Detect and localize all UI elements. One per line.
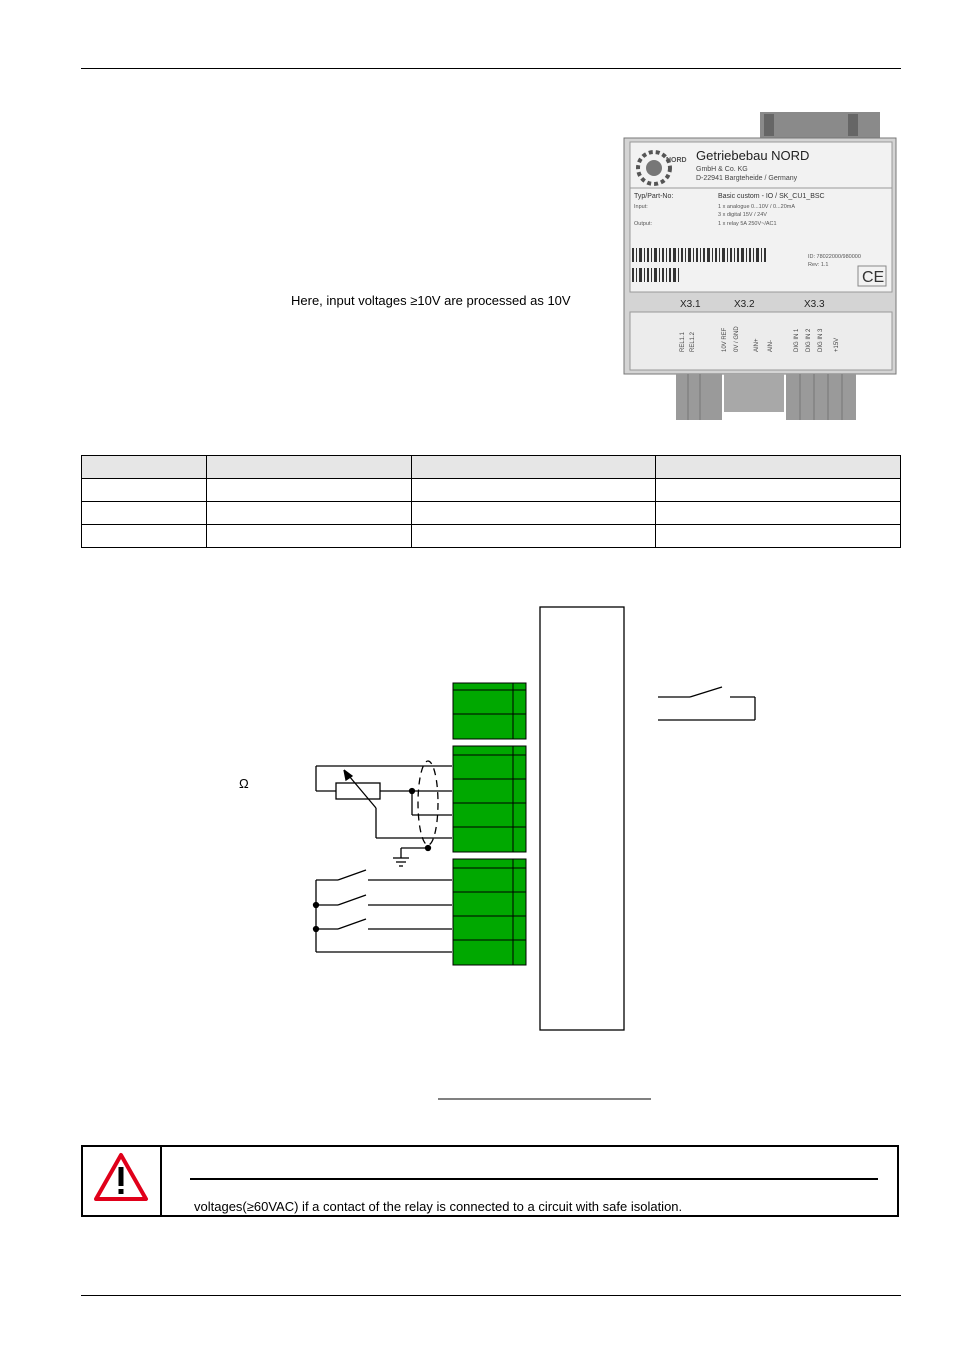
svg-text:1 x relay 5A 250V~/AC1: 1 x relay 5A 250V~/AC1: [718, 221, 777, 227]
svg-text:DIG IN 2: DIG IN 2: [806, 328, 812, 352]
device-label-drawing: NORD Getriebebau NORD GmbH & Co. KG D-22…: [623, 112, 897, 420]
footer-rule: [81, 1295, 901, 1296]
terminal-block-x33: [452, 858, 527, 966]
table-row: [81, 524, 901, 548]
warning-rule: [190, 1178, 878, 1180]
table-header-row: [81, 455, 901, 479]
svg-text:AIN+: AIN+: [754, 338, 760, 352]
warning-box: voltages(≥60VAC) if a contact of the rel…: [81, 1145, 899, 1217]
svg-text:GmbH & Co. KG: GmbH & Co. KG: [696, 166, 748, 173]
svg-text:DIG IN 1: DIG IN 1: [794, 328, 800, 352]
module-box: [539, 606, 625, 1031]
svg-text:Typ/Part-No:: Typ/Part-No:: [634, 193, 673, 200]
svg-text:REL1.2: REL1.2: [690, 331, 696, 352]
svg-text:AIN-: AIN-: [768, 340, 774, 352]
nord-logo-icon: [636, 150, 672, 186]
svg-text:NORD: NORD: [666, 157, 687, 164]
svg-text:10V REF: 10V REF: [722, 327, 728, 352]
warning-icon-cell: [83, 1147, 162, 1215]
svg-text:D-22941 Bargteheide / Germany: D-22941 Bargteheide / Germany: [696, 175, 798, 182]
table-row: [81, 501, 901, 525]
device-label-image: NORD Getriebebau NORD GmbH & Co. KG D-22…: [622, 112, 898, 420]
terminal-block-x31: [452, 682, 527, 740]
svg-text:Output:: Output:: [634, 221, 653, 227]
input-voltage-note: Here, input voltages ≥10V are processed …: [291, 293, 571, 308]
header-rule: [81, 68, 901, 69]
spec-table: [81, 455, 901, 548]
svg-text:X3.1: X3.1: [680, 299, 701, 310]
svg-text:0V / GND: 0V / GND: [734, 326, 740, 352]
ohm-symbol: Ω: [239, 776, 249, 791]
svg-text:1 x analogue 0...10V / 0..: 1 x analogue 0...10V / 0...20mA: [718, 204, 795, 210]
wiring-diagram: [312, 606, 756, 1100]
svg-text:X3.2: X3.2: [734, 299, 755, 310]
svg-text:DIG IN 3: DIG IN 3: [818, 328, 824, 352]
label-brand: Getriebebau NORD: [696, 148, 809, 163]
warning-triangle-icon: [94, 1153, 148, 1201]
svg-text:3 x digital 15V / 24V: 3 x digital 15V / 24V: [718, 212, 767, 218]
resistor: [335, 782, 381, 800]
warning-text: voltages(≥60VAC) if a contact of the rel…: [194, 1199, 683, 1214]
svg-text:Rev: 1.1: Rev: 1.1: [808, 262, 828, 268]
svg-text:Input:: Input:: [634, 204, 648, 210]
svg-text:ID: 78022000/980000: ID: 78022000/980000: [808, 254, 861, 260]
ce-mark: CE: [862, 269, 884, 286]
terminal-block-x32: [452, 745, 527, 853]
svg-text:Basic custom - IO / SK_CU1_B: Basic custom - IO / SK_CU1_BSC: [718, 193, 825, 200]
barcode-icon: [632, 248, 766, 282]
svg-text:+15V: +15V: [834, 338, 840, 352]
svg-text:X3.3: X3.3: [804, 299, 825, 310]
svg-text:REL1.1: REL1.1: [680, 331, 686, 352]
